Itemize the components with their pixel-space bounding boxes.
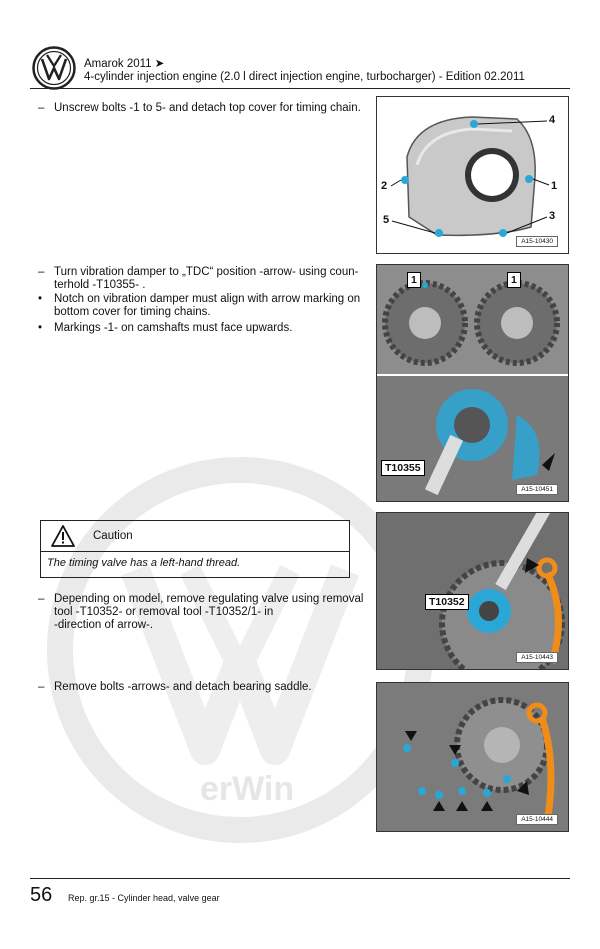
- callout-5: 5: [383, 214, 390, 226]
- watermark-brand: erWin: [200, 770, 295, 808]
- footer-divider: [30, 878, 570, 879]
- caution-label: Caution: [93, 530, 133, 542]
- callout-4: 4: [549, 114, 556, 126]
- caution-box: Caution The timing valve has a left-hand…: [40, 520, 350, 578]
- step-text: Notch on vibration damper must align wit…: [54, 293, 361, 305]
- callout-3: 3: [549, 210, 556, 222]
- step-2: – Turn vibration damper to „TDC“ positio…: [38, 266, 368, 294]
- callout-1: 1: [551, 180, 558, 192]
- header-divider: [30, 88, 570, 89]
- figure-bearing-saddle: A15-10444: [376, 682, 569, 832]
- footer-section: Rep. gr.15 - Cylinder head, valve gear: [68, 893, 220, 903]
- step-marker: –: [38, 593, 45, 605]
- figure-camshaft-tdc: 1 1 T10355 A15-10451: [376, 264, 569, 502]
- step-marker: –: [38, 266, 45, 278]
- step-text: Markings -1- on camshafts must face upwa…: [54, 322, 293, 334]
- callout-1-left: 1: [407, 272, 421, 288]
- vw-logo: [32, 46, 76, 90]
- caution-header: Caution: [41, 521, 349, 552]
- step-marker: •: [38, 293, 43, 305]
- callout-1-right: 1: [507, 272, 521, 288]
- step-3: • Notch on vibration damper must align w…: [38, 293, 368, 321]
- step-marker: –: [38, 681, 45, 693]
- warning-icon: [51, 525, 75, 547]
- header-model: Amarok 2011 ➤: [84, 58, 165, 70]
- step-text: terhold -T10355- .: [54, 279, 146, 291]
- tool-label-t10355: T10355: [381, 460, 425, 476]
- step-1: – Unscrew bolts -1 to 5- and detach top …: [38, 102, 368, 116]
- step-5: – Depending on model, remove regulating …: [38, 593, 368, 633]
- step-6: – Remove bolts -arrows- and detach beari…: [38, 681, 368, 695]
- page-number: 56: [30, 884, 53, 906]
- step-text: Depending on model, remove regulating va…: [54, 593, 364, 605]
- figure-regulating-valve: T10352 A15-10443: [376, 512, 569, 670]
- figure-timing-cover: 4 2 1 5 3 A15-10430: [376, 96, 569, 254]
- step-4: • Markings -1- on camshafts must face up…: [38, 322, 368, 336]
- figure-id: A15-10444: [516, 814, 558, 825]
- figure-id: A15-10443: [516, 652, 558, 663]
- step-marker: •: [38, 322, 43, 334]
- bearing-saddle-illustration: [377, 683, 568, 831]
- step-text: Turn vibration damper to „TDC“ position …: [54, 266, 359, 278]
- step-text: Unscrew bolts -1 to 5- and detach top co…: [54, 102, 361, 114]
- regulating-valve-illustration: [377, 513, 568, 669]
- figure-id: A15-10451: [516, 484, 558, 495]
- step-text: tool -T10352- or removal tool -T10352/1-…: [54, 606, 274, 618]
- step-text: -direction of arrow-.: [54, 619, 154, 631]
- caution-text: The timing valve has a left-hand thread.: [47, 557, 241, 569]
- figure-id: A15-10430: [516, 236, 558, 247]
- step-text: Remove bolts -arrows- and detach bearing…: [54, 681, 312, 693]
- header-title: 4-cylinder injection engine (2.0 l direc…: [84, 71, 525, 83]
- callout-2: 2: [381, 180, 388, 192]
- timing-cover-illustration: [390, 116, 550, 237]
- step-text: bottom cover for timing chains.: [54, 306, 211, 318]
- tool-label-t10352: T10352: [425, 594, 469, 610]
- step-marker: –: [38, 102, 45, 114]
